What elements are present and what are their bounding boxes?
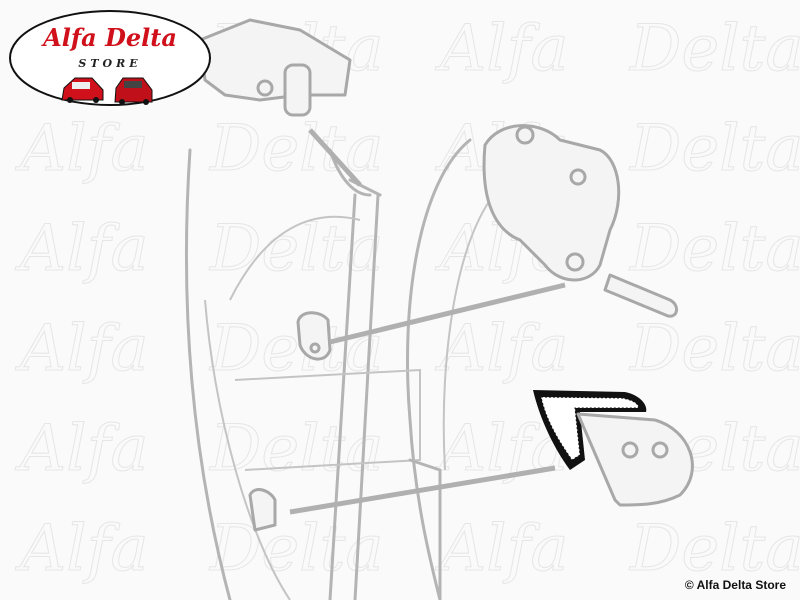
logo-brand: Alfa Delta bbox=[41, 23, 177, 52]
latch-bracket-part bbox=[482, 124, 678, 318]
watermark-text: Alfa bbox=[15, 112, 149, 186]
copyright-text: © Alfa Delta Store bbox=[684, 578, 786, 592]
seal-part bbox=[533, 390, 694, 507]
small-latch-part bbox=[248, 311, 332, 532]
car-illustration bbox=[61, 77, 153, 105]
watermark-text: Delta bbox=[209, 112, 384, 186]
arrows bbox=[289, 128, 566, 515]
logo-subtitle: STORE bbox=[78, 57, 141, 70]
watermark-text: Delta bbox=[629, 112, 800, 186]
door-frame-drawing bbox=[184, 138, 491, 600]
hinge-pin-part bbox=[198, 18, 352, 117]
store-logo: Alfa Delta STORE bbox=[9, 10, 211, 106]
